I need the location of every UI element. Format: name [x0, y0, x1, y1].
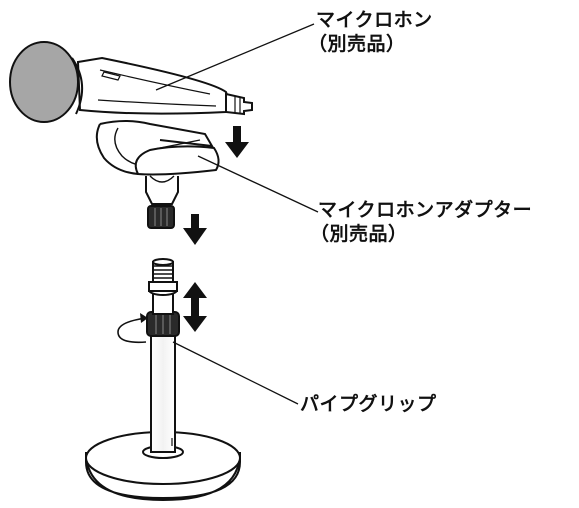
adapter-edge	[149, 139, 201, 151]
adapter-front	[134, 145, 220, 176]
microphone-body-line-lower	[97, 99, 217, 107]
microphone-name: マイクロホン	[316, 9, 433, 31]
stand-collar-band	[148, 281, 178, 292]
adapter-stem-notch	[149, 175, 175, 183]
leader-lines	[155, 23, 319, 405]
up-down-arrow-icon	[183, 282, 207, 332]
microphone-connector	[225, 92, 253, 116]
microphone-illustration	[9, 41, 253, 123]
leader-line-adapter	[197, 155, 319, 213]
adapter-back	[99, 120, 214, 148]
stand-illustration	[85, 258, 241, 502]
microphone-note: （別売品）	[308, 33, 406, 55]
adapter-illustration	[95, 120, 220, 229]
adapter-note: （別売品）	[310, 223, 408, 245]
leader-line-pipe-grip	[172, 341, 299, 405]
stand-thread-top	[152, 258, 174, 266]
microphone-label: マイクロホン （別売品）	[308, 8, 433, 56]
adapter-name: マイクロホンアダプター	[318, 199, 533, 221]
microphone-grille	[9, 41, 79, 123]
adapter-label: マイクロホンアダプター （別売品）	[310, 198, 533, 246]
pipe-grip-label: パイプグリップ	[300, 392, 437, 416]
microphone-body-line	[99, 69, 211, 95]
rotate-arrow-icon	[117, 313, 148, 344]
stand-pipe	[150, 333, 176, 453]
arrow-down-icon	[225, 126, 249, 158]
leader-line-microphone	[155, 23, 315, 91]
adapter-stem	[145, 176, 179, 205]
arrow-down-icon-2	[183, 214, 207, 245]
pipe-grip-name: パイプグリップ	[300, 393, 437, 415]
microphone-switch	[101, 71, 121, 81]
